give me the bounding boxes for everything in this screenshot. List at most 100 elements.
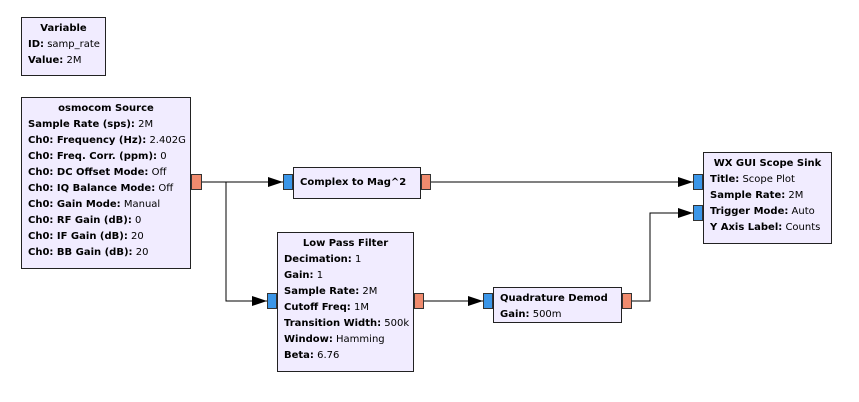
param-row: Y Axis Label: Counts (710, 220, 825, 236)
param-label: Ch0: IF Gain (dB): (28, 231, 128, 242)
param-label: Ch0: DC Offset Mode: (28, 167, 149, 178)
param-row: Gain: 500m (500, 307, 615, 323)
param-value: 2M (362, 286, 378, 297)
param-label: Beta: (284, 350, 314, 361)
wire-demod-to-scope-arrowhead (678, 208, 693, 218)
wire-mag-to-scope-arrowhead (678, 177, 693, 187)
param-row: Ch0: BB Gain (dB): 20 (28, 245, 184, 261)
quadrature-demod-block[interactable]: Quadrature Demod Gain: 500m (493, 287, 622, 323)
param-value: samp_rate (47, 39, 100, 50)
wire-source-to-lpf-arrowhead (252, 296, 267, 306)
lpf-input-port[interactable] (267, 293, 277, 309)
complex-to-mag-block[interactable]: Complex to Mag^2 (293, 167, 421, 199)
param-value: 2M (138, 119, 154, 130)
param-label: Value: (28, 55, 64, 66)
param-row: Decimation: 1 (284, 252, 407, 268)
param-label: Gain: (500, 309, 530, 320)
param-label: Transition Width: (284, 318, 382, 329)
param-value: Counts (785, 222, 821, 233)
param-row: Trigger Mode: Auto (710, 204, 825, 220)
param-label: Window: (284, 334, 333, 345)
param-row: Value: 2M (28, 53, 99, 69)
param-value: 2.402G (149, 135, 186, 146)
param-label: ID: (28, 39, 45, 50)
block-params: Gain: 500m (500, 307, 615, 323)
demod-output-port[interactable] (622, 293, 632, 309)
param-label: Sample Rate: (710, 190, 786, 201)
param-value: 2M (788, 190, 804, 201)
param-value: Auto (791, 206, 815, 217)
param-label: Sample Rate (sps): (28, 119, 135, 130)
param-row: Gain: 1 (284, 268, 407, 284)
param-label: Cutoff Freq: (284, 302, 351, 313)
scope-input-port-1[interactable] (693, 205, 703, 221)
param-label: Gain: (284, 270, 314, 281)
demod-input-port[interactable] (483, 293, 493, 309)
param-label: Ch0: Freq. Corr. (ppm): (28, 151, 158, 162)
param-value: 1M (353, 302, 369, 313)
param-value: 500m (532, 309, 562, 320)
param-row: Transition Width: 500k (284, 316, 410, 332)
wire-source-to-lpf[interactable] (202, 181, 267, 302)
block-title: Complex to Mag^2 (300, 177, 407, 188)
param-value: 2M (66, 55, 82, 66)
osmocom-output-port[interactable] (191, 174, 202, 190)
param-value: 500k (384, 318, 410, 329)
mag-output-port[interactable] (421, 174, 431, 190)
param-row: Ch0: IF Gain (dB): 20 (28, 229, 184, 245)
param-label: Ch0: IQ Balance Mode: (28, 183, 156, 194)
param-row: Beta: 6.76 (284, 348, 407, 364)
scope-input-port-0[interactable] (693, 174, 703, 190)
param-label: Ch0: Frequency (Hz): (28, 135, 147, 146)
param-value: 0 (160, 151, 167, 162)
param-value: 6.76 (317, 350, 340, 361)
param-row: Ch0: Frequency (Hz): 2.402G (28, 133, 186, 149)
param-label: Title: (710, 174, 740, 185)
block-title: osmocom Source (58, 103, 154, 114)
param-row: Ch0: Gain Mode: Manual (28, 197, 184, 213)
param-label: Ch0: RF Gain (dB): (28, 215, 132, 226)
wire-lpf-to-demod-arrowhead (468, 296, 483, 306)
param-label: Ch0: BB Gain (dB): (28, 247, 133, 258)
param-value: 0 (135, 215, 142, 226)
param-value: 20 (135, 247, 149, 258)
mag-input-port[interactable] (283, 174, 293, 190)
block-title: Variable (40, 23, 87, 34)
param-value: Off (151, 167, 167, 178)
param-row: Window: Hamming (284, 332, 407, 348)
param-row: Ch0: DC Offset Mode: Off (28, 165, 184, 181)
param-row: Title: Scope Plot (710, 172, 825, 188)
param-value: Manual (123, 199, 161, 210)
block-title: WX GUI Scope Sink (713, 158, 822, 169)
wire-source-to-mag-arrowhead (268, 177, 283, 187)
param-row: Ch0: IQ Balance Mode: Off (28, 181, 184, 197)
param-label: Decimation: (284, 254, 352, 265)
param-label: Sample Rate: (284, 286, 360, 297)
param-value: Off (158, 183, 174, 194)
param-value: Hamming (336, 334, 385, 345)
param-row: ID: samp_rate (28, 37, 100, 53)
param-value: 1 (355, 254, 362, 265)
param-value: 1 (316, 270, 324, 281)
param-label: Trigger Mode: (710, 206, 789, 217)
param-value: Scope Plot (742, 174, 795, 185)
param-label: Y Axis Label: (710, 222, 783, 233)
lpf-output-port[interactable] (414, 293, 424, 309)
param-row: Ch0: RF Gain (dB): 0 (28, 213, 184, 229)
block-title: Low Pass Filter (302, 238, 389, 249)
param-row: Sample Rate (sps): 2M (28, 117, 184, 133)
param-value: 20 (131, 231, 144, 242)
wire-demod-to-scope[interactable] (632, 212, 693, 302)
param-row: Cutoff Freq: 1M (284, 300, 407, 316)
param-row: Sample Rate: 2M (284, 284, 407, 300)
